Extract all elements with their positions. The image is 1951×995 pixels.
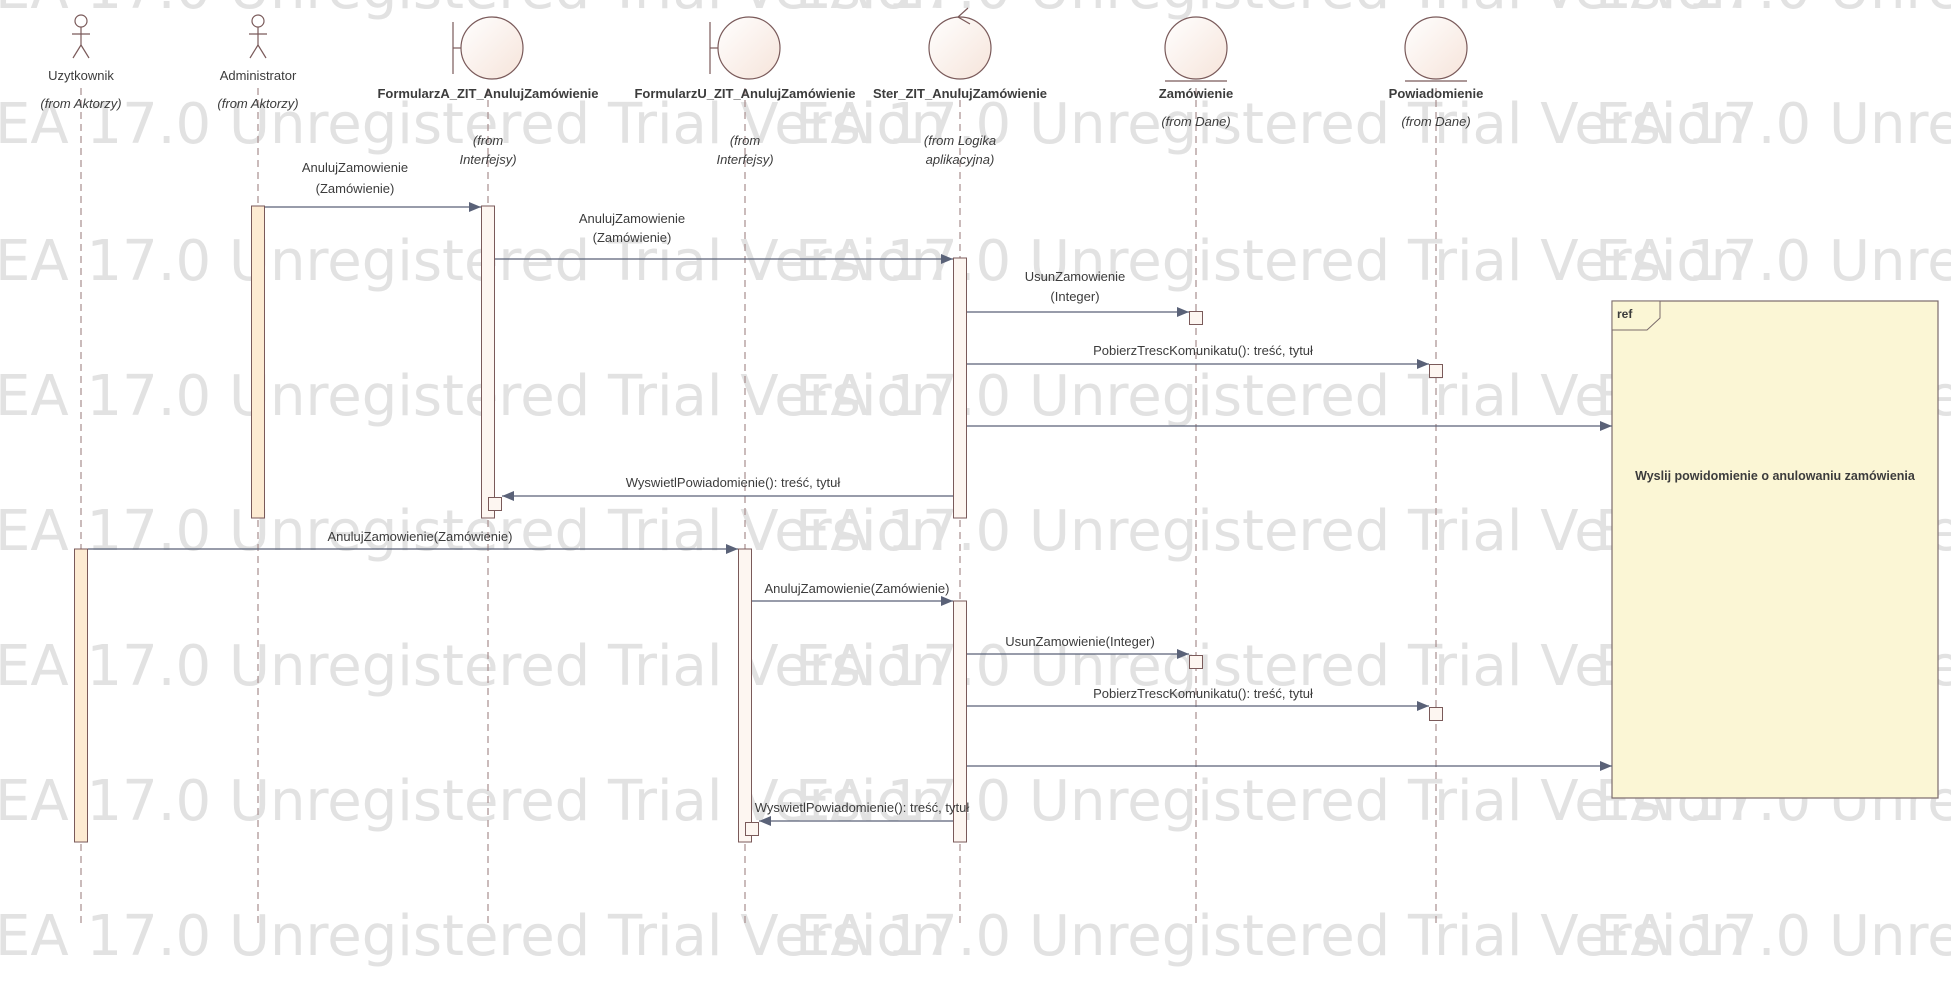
activation-bar (738, 548, 752, 843)
participant-name: Zamówienie (1159, 86, 1233, 101)
watermark-text: EA 17.0 Unregistered Trial Version (1595, 229, 1951, 294)
message-label: AnulujZamowienie(Zamówienie) (328, 529, 513, 544)
message-label: (Integer) (1050, 289, 1099, 304)
participant-powiadomienie[interactable]: Powiadomienie (from Dane) (1389, 16, 1484, 129)
execution-box (488, 497, 502, 511)
message-ster-to-formularza[interactable]: WyswietlPowiadomienie(): treść, tytuł (502, 475, 953, 501)
execution-box (1429, 364, 1443, 378)
message-label: AnulujZamowienie (302, 160, 408, 175)
watermark-text: EA 17.0 Unregistered Trial Version (0, 904, 946, 969)
watermark-text: EA 17.0 Unregistered Trial Version (795, 92, 1746, 157)
message-uzytkownik-to-formularzu[interactable]: AnulujZamowienie(Zamówienie) (88, 529, 738, 554)
watermark-text: EA 17.0 Unregistered Trial Version (0, 92, 946, 157)
message-ster-to-formularzu[interactable]: WyswietlPowiadomienie(): treść, tytuł (755, 800, 970, 826)
participant-origin: Interfejsy) (716, 152, 773, 167)
participant-origin: (from Dane) (1401, 114, 1470, 129)
participant-formularza[interactable]: FormularzA_ZIT_AnulujZamówienie (fromInte… (377, 16, 599, 167)
watermark-text: EA 17.0 Unregistered Trial Version (0, 499, 946, 564)
watermark-text: EA 17.0 Unregistered Trial Version (0, 229, 946, 294)
participant-origin: (from Dane) (1161, 114, 1230, 129)
ref-frame[interactable]: ref Wyslij powidomienie o anulowaniu zam… (1611, 300, 1939, 799)
entity-icon (1404, 16, 1468, 82)
watermark-text: EA 17.0 Unregistered Trial Version (1595, 92, 1951, 157)
activation-bar (953, 257, 967, 519)
participant-origin: aplikacyjna) (926, 152, 995, 167)
message-label: AnulujZamowienie(Zamówienie) (765, 581, 950, 596)
participant-administrator[interactable]: Administrator (from Aktorzy) (217, 14, 299, 111)
participant-origin: Interfejsy) (459, 152, 516, 167)
boundary-icon (709, 16, 781, 80)
message-ster-to-powiadomienie[interactable]: PobierzTrescKomunikatu(): treść, tytuł (967, 343, 1429, 369)
message-ster-to-zamowienie[interactable]: UsunZamowienie(Integer) (967, 634, 1189, 659)
participant-origin: (from Aktorzy) (217, 96, 298, 111)
participant-name: Ster_ZIT_AnulujZamówienie (873, 86, 1047, 101)
execution-box (1429, 707, 1443, 721)
message-label: WyswietlPowiadomienie(): treść, tytuł (626, 475, 841, 490)
ref-frame-box (1611, 300, 1939, 799)
participant-name: Uzytkownik (48, 68, 114, 83)
activation-bars (74, 205, 1443, 843)
activation-bar (74, 548, 88, 843)
boundary-icon (452, 16, 524, 80)
ref-frame-tag: ref (1617, 307, 1633, 321)
message-label: UsunZamowienie (1025, 269, 1125, 284)
watermark-text: EA 17.0 Unregistered Trial Version (0, 769, 946, 834)
activation-bar (953, 600, 967, 843)
watermark-text: EA 17.0 Unregistered Trial Version (795, 904, 1746, 969)
message-label: (Zamówienie) (593, 230, 672, 245)
activation-bar (481, 205, 495, 519)
participant-name: Administrator (220, 68, 297, 83)
participant-ster[interactable]: Ster_ZIT_AnulujZamówienie (from Logika apl… (873, 7, 1047, 167)
participant-name: FormularzU_ZIT_AnulujZamówienie (634, 86, 855, 101)
message-ster-to-powiadomienie[interactable]: PobierzTrescKomunikatu(): treść, tytuł (967, 686, 1429, 711)
ref-frame-tag-shape (1611, 300, 1661, 331)
message-formularza-to-ster[interactable]: AnulujZamowienie (Zamówienie) (495, 211, 953, 264)
watermark-text: EA 17.0 Unregistered Trial Version (0, 634, 946, 699)
execution-box (745, 822, 759, 836)
message-label: PobierzTrescKomunikatu(): treść, tytuł (1093, 343, 1313, 358)
activation-bar (251, 205, 265, 519)
participant-uzytkownik[interactable]: Uzytkownik (from Aktorzy) (40, 14, 122, 111)
participant-origin: (from (473, 133, 504, 148)
messages: AnulujZamowienie (Zamówienie) AnulujZamowi… (88, 160, 1612, 826)
watermark-text: EA 17.0 Unregistered Trial Version (795, 0, 1746, 22)
control-icon (928, 7, 992, 80)
watermark-text: EA 17.0 Unregistered Trial Version (0, 364, 946, 429)
participants: Uzytkownik (from Aktorzy) Administrator (fr… (40, 7, 1484, 167)
message-administrator-to-formularza[interactable]: AnulujZamowienie (Zamówienie) (265, 160, 481, 212)
actor-icon (72, 14, 90, 59)
message-label: (Zamówienie) (316, 181, 395, 196)
message-formularzu-to-ster[interactable]: AnulujZamowienie(Zamówienie) (752, 581, 953, 606)
participant-name: FormularzA_ZIT_AnulujZamówienie (377, 86, 598, 101)
actor-icon (249, 14, 267, 59)
message-label: PobierzTrescKomunikatu(): treść, tytuł (1093, 686, 1313, 701)
ref-frame-text: Wyslij powidomienie o anulowaniu zamówie… (1635, 469, 1916, 483)
watermark-text: EA 17.0 Unregistered Trial Version (1595, 0, 1951, 22)
participant-name: Powiadomienie (1389, 86, 1484, 101)
participant-origin: (from Aktorzy) (40, 96, 121, 111)
participant-origin: (from (730, 133, 761, 148)
participant-zamowienie[interactable]: Zamówienie (from Dane) (1159, 16, 1233, 129)
participant-formularzu[interactable]: FormularzU_ZIT_AnulujZamówienie (fromInte… (634, 16, 856, 167)
execution-box (1189, 655, 1203, 669)
message-label: AnulujZamowienie (579, 211, 685, 226)
participant-origin: (from Logika (924, 133, 996, 148)
entity-icon (1164, 16, 1228, 82)
message-ster-to-zamowienie[interactable]: UsunZamowienie (Integer) (967, 269, 1189, 317)
execution-box (1189, 311, 1203, 325)
message-label: WyswietlPowiadomienie(): treść, tytuł (755, 800, 970, 815)
message-label: UsunZamowienie(Integer) (1005, 634, 1155, 649)
watermark-text: EA 17.0 Unregistered Trial Version (1595, 904, 1951, 969)
watermark-text: EA 17.0 Unregistered Trial Version (0, 0, 946, 22)
